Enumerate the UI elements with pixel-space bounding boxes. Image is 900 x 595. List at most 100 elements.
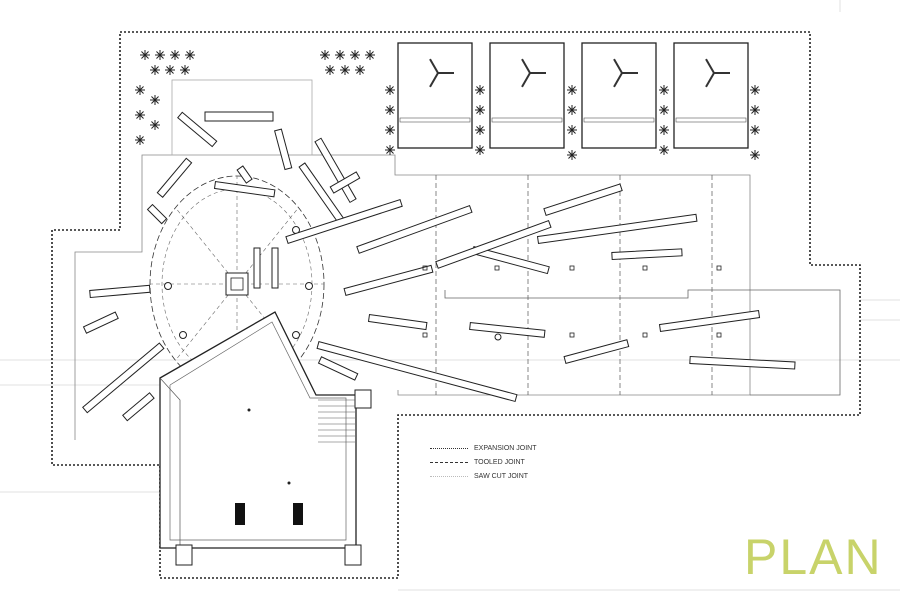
tree-icon (571, 126, 576, 131)
tree-icon (151, 99, 156, 104)
tree-icon (139, 114, 144, 119)
tree-icon (136, 114, 141, 119)
tree-icon (754, 86, 759, 91)
tree-icon (326, 66, 331, 71)
drain-marker (422, 332, 428, 338)
tree-icon (154, 121, 159, 126)
bench (204, 111, 274, 122)
tree-icon (568, 109, 573, 114)
tree-icon (389, 149, 394, 154)
linear-bench (367, 313, 428, 331)
tree-icon (479, 86, 484, 91)
tree-icon (751, 109, 756, 114)
sculpture (271, 247, 279, 289)
tree-icon (571, 129, 576, 134)
drain-marker (642, 332, 648, 338)
tree-icon (479, 146, 484, 151)
building-inner-wall (169, 321, 347, 541)
radial-joint (175, 283, 238, 361)
tree-icon (174, 51, 179, 56)
linear-bench (563, 339, 630, 364)
tree-icon (336, 51, 341, 56)
tree-icon (339, 54, 344, 59)
tree-icon (386, 109, 391, 114)
tree-icon (159, 54, 164, 59)
wind-turbine-icon (705, 72, 715, 88)
tree-icon (184, 66, 189, 71)
saw-cut-joint-swatch (430, 475, 468, 477)
tree-icon (171, 51, 176, 56)
tree-icon (356, 69, 361, 74)
linear-bench (536, 213, 698, 245)
central-fountain-inner (230, 277, 244, 291)
wind-turbine-icon (429, 72, 439, 88)
central-fountain (225, 272, 249, 296)
column (354, 389, 372, 409)
tree-icon (151, 96, 156, 101)
raised-planter (171, 79, 313, 156)
tree-icon (154, 66, 159, 71)
tree-icon (568, 129, 573, 134)
tree-icon (159, 51, 164, 56)
tree-icon (479, 129, 484, 134)
tree-icon (366, 51, 371, 56)
tree-icon (351, 54, 356, 59)
tree-icon (386, 146, 391, 151)
linear-bench (213, 180, 276, 198)
tree-icon (751, 126, 756, 131)
mechanical-grille (491, 117, 563, 123)
tree-icon (663, 109, 668, 114)
mechanical-unit (581, 42, 657, 149)
point-marker (247, 408, 251, 412)
tree-icon (754, 126, 759, 131)
tree-icon (476, 106, 481, 111)
tree-icon (329, 69, 334, 74)
tree-icon (324, 54, 329, 59)
tree-icon (341, 66, 346, 71)
tree-icon (389, 146, 394, 151)
tree-icon (754, 154, 759, 159)
tree-icon (571, 109, 576, 114)
drain-marker (422, 265, 428, 271)
tree-icon (136, 111, 141, 116)
tree-icon (751, 89, 756, 94)
mechanical-unit (673, 42, 749, 149)
tree-icon (386, 149, 391, 154)
linear-bench (156, 157, 193, 198)
sculpture (253, 247, 261, 289)
linear-bench (317, 356, 359, 381)
mechanical-unit (397, 42, 473, 149)
tree-icon (660, 109, 665, 114)
tree-icon (568, 126, 573, 131)
linear-bench (177, 111, 218, 148)
wind-turbine-icon (429, 58, 439, 74)
tree-icon (386, 126, 391, 131)
mechanical-grille (583, 117, 655, 123)
tree-icon (139, 136, 144, 141)
linear-bench (274, 128, 293, 171)
legend-label: SAW CUT JOINT (474, 472, 529, 480)
tree-icon (169, 69, 174, 74)
wind-turbine-icon (521, 72, 531, 88)
wind-turbine-icon (705, 58, 715, 74)
tree-icon (389, 109, 394, 114)
tooled-joint-swatch (430, 461, 468, 463)
linear-bench (236, 165, 253, 184)
radial-joint (175, 207, 238, 285)
light-pole (164, 282, 172, 290)
tree-icon (139, 111, 144, 116)
paving-edge (74, 154, 751, 440)
tree-icon (156, 54, 161, 59)
tree-icon (186, 54, 191, 59)
tree-icon (186, 51, 191, 56)
tree-icon (354, 54, 359, 59)
legend-saw-cut-joint: SAW CUT JOINT (430, 469, 537, 483)
linear-bench (122, 392, 155, 422)
plan-title: PLAN (744, 529, 883, 585)
tree-icon (184, 69, 189, 74)
tree-icon (479, 126, 484, 131)
tree-icon (136, 139, 141, 144)
linear-bench (316, 341, 518, 403)
expansion-joint-swatch (430, 447, 468, 449)
tree-icon (660, 129, 665, 134)
